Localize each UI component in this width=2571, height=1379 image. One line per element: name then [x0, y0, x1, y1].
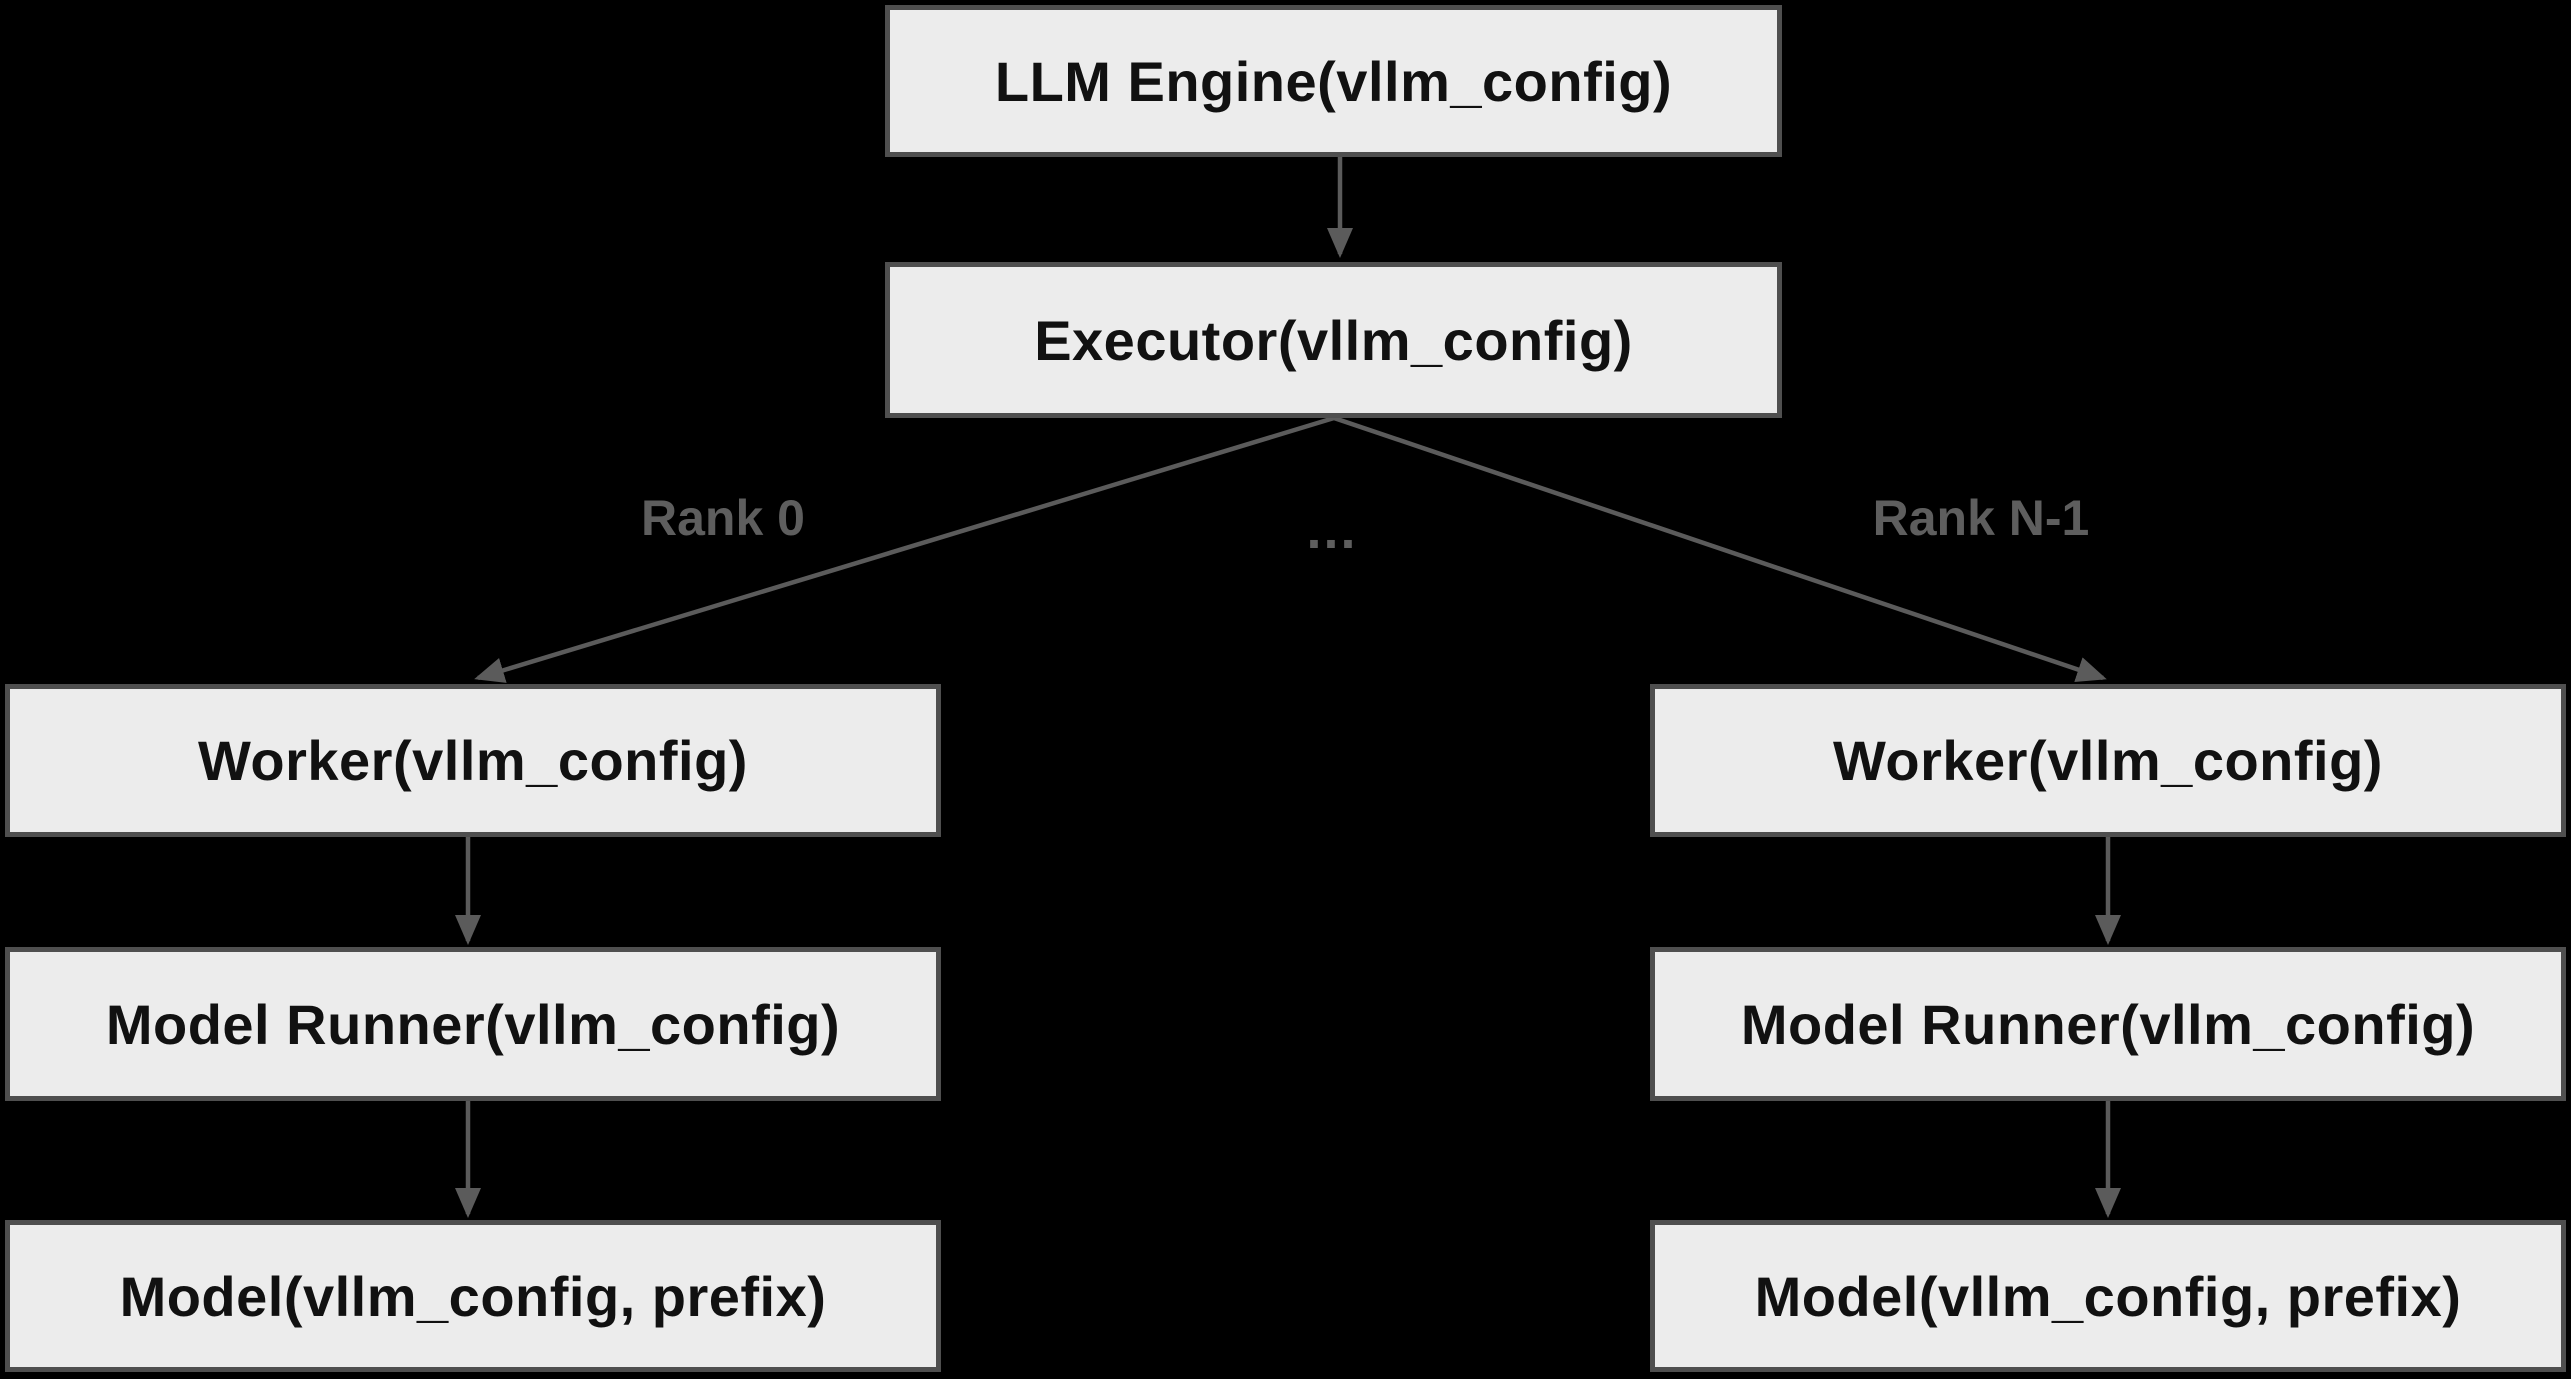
node-model-rank0: Model(vllm_config, prefix): [5, 1220, 941, 1372]
node-worker-rank0: Worker(vllm_config): [5, 684, 941, 837]
node-model-rankN: Model(vllm_config, prefix): [1650, 1220, 2566, 1372]
node-model-runner-rank0-label: Model Runner(vllm_config): [105, 992, 841, 1056]
node-worker-rankN-label: Worker(vllm_config): [1833, 729, 2383, 792]
edge-label-rankN: Rank N-1: [1872, 490, 2090, 546]
node-model-runner-rankN-label: Model Runner(vllm_config): [1740, 992, 2476, 1056]
edge-executor-to-worker-rankN: [1333, 415, 2107, 682]
edge-label-ellipsis: ...: [1306, 500, 1358, 560]
edge-label-rank0: Rank 0: [641, 490, 805, 546]
node-llm-engine: LLM Engine(vllm_config): [885, 5, 1782, 157]
node-model-rank0-label: Model(vllm_config, prefix): [119, 1264, 827, 1328]
node-model-runner-rankN: Model Runner(vllm_config): [1650, 947, 2566, 1101]
node-model-rankN-label: Model(vllm_config, prefix): [1754, 1264, 2462, 1328]
node-llm-engine-label: LLM Engine(vllm_config): [994, 49, 1673, 113]
node-model-runner-rank0: Model Runner(vllm_config): [5, 947, 941, 1101]
node-worker-rank0-label: Worker(vllm_config): [198, 729, 748, 792]
node-worker-rankN: Worker(vllm_config): [1650, 684, 2566, 837]
node-executor: Executor(vllm_config): [885, 262, 1782, 418]
node-executor-label: Executor(vllm_config): [1034, 308, 1633, 372]
edge-executor-to-worker-rank0: [474, 415, 1335, 683]
